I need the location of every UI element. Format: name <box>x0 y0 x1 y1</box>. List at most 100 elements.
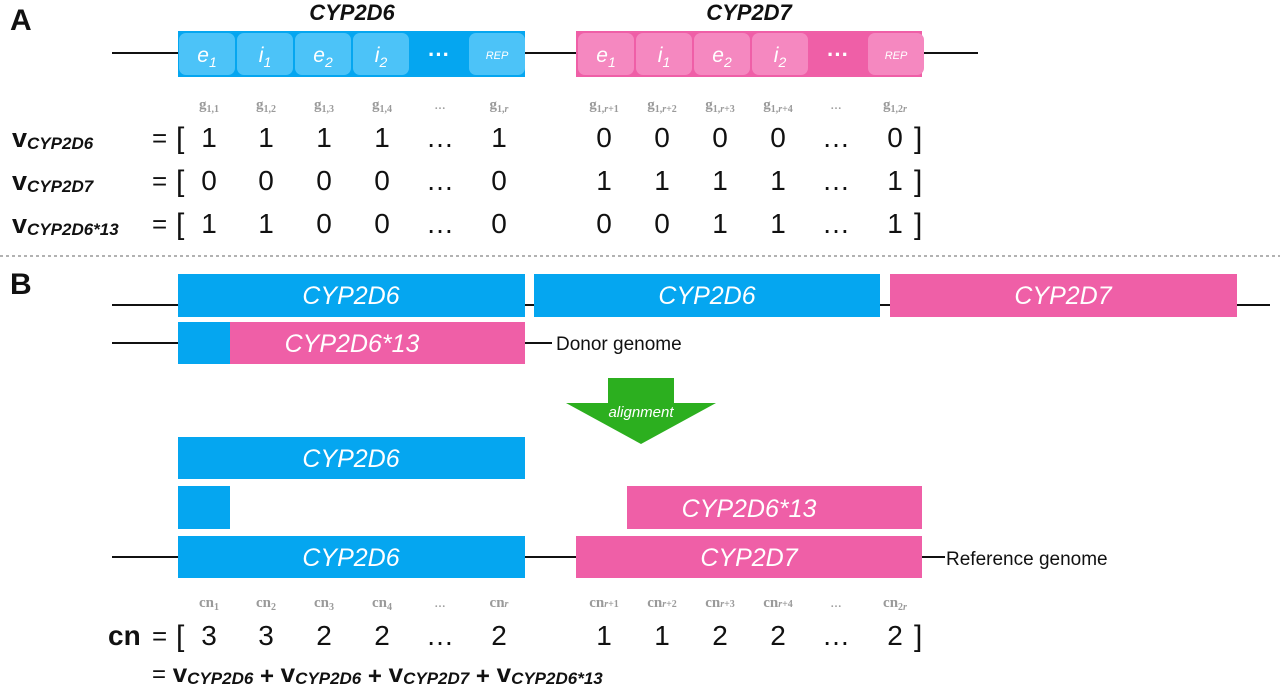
cn-value-1: 3 <box>258 620 274 651</box>
donor-gene-2 <box>534 274 880 317</box>
gene1-segment-2 <box>295 33 351 75</box>
vector-open-bracket-0: [ <box>176 122 185 155</box>
alignment-arrow <box>566 378 716 444</box>
cn-label-4: ... <box>434 595 445 611</box>
cn-value-7: 1 <box>654 620 670 651</box>
vector-close-bracket-0: ] <box>914 122 922 155</box>
gene1-segment-label-0: e1 <box>197 44 216 70</box>
donor-gene-2-label: CYP2D6 <box>658 282 755 310</box>
gene2-segment-label-5: REP <box>885 50 908 62</box>
cn-label-6: cnr+1 <box>589 595 619 611</box>
cn-value-4: … <box>426 620 454 651</box>
donor-gene-3 <box>890 274 1237 317</box>
reference-genome-label: Reference genome <box>946 549 1108 570</box>
cn-label-5: cnr <box>490 595 509 611</box>
g-label-5: g1,r <box>490 97 509 115</box>
vector-0-value-1: 1 <box>258 122 274 153</box>
cn-label-9: cnr+4 <box>763 595 793 611</box>
gene2-segment-label-4: ··· <box>827 42 849 67</box>
aligned-hybrid-label: CYP2D6*13 <box>682 495 817 523</box>
gene1-block <box>178 31 525 77</box>
vector-0-value-9: 0 <box>770 122 786 153</box>
gene1-segment-label-5: REP <box>486 50 509 62</box>
vector-1-value-5: 0 <box>491 165 507 196</box>
vector-0-value-11: 0 <box>887 122 903 153</box>
g-label-6: g1,r+1 <box>589 97 619 115</box>
vector-1-value-1: 0 <box>258 165 274 196</box>
gene1-title: CYP2D6 <box>309 0 395 25</box>
g-label-7: g1,r+2 <box>647 97 677 115</box>
gene1-segment-5 <box>469 33 525 75</box>
cn-value-6: 1 <box>596 620 612 651</box>
cn-label-11: cn2r <box>883 595 907 613</box>
vector-eq-0: = <box>152 123 167 153</box>
vector-2-value-11: 1 <box>887 208 903 239</box>
vector-2-value-1: 1 <box>258 208 274 239</box>
g-label-2: g1,3 <box>314 97 334 115</box>
gene1-segment-label-1: i1 <box>259 44 271 70</box>
vector-1-value-3: 0 <box>374 165 390 196</box>
vector-0-value-2: 1 <box>316 122 332 153</box>
g-label-3: g1,4 <box>372 97 392 115</box>
cn-value-11: 2 <box>887 620 903 651</box>
gene2-segment-label-0: e1 <box>596 44 615 70</box>
gene2-title: CYP2D7 <box>706 0 793 25</box>
vector-eq-2: = <box>152 209 167 239</box>
donor-hybrid-label: CYP2D6*13 <box>285 330 420 358</box>
vector-1-value-11: 1 <box>887 165 903 196</box>
vector-2-value-3: 0 <box>374 208 390 239</box>
gene2-segment-1 <box>636 33 692 75</box>
donor-gene-1 <box>178 274 525 317</box>
vector-0-value-3: 1 <box>374 122 390 153</box>
gene2-segment-3 <box>752 33 808 75</box>
vector-name-1: vCYP2D7 <box>12 166 95 196</box>
cn-sum-expression: = vCYP2D6 + vCYP2D6 + vCYP2D7 + vCYP2D6*… <box>152 658 603 686</box>
gene2-segment-label-2: e2 <box>712 44 732 70</box>
vector-1-value-8: 1 <box>712 165 728 196</box>
cn-label-1: cn2 <box>256 595 276 613</box>
vector-1-value-10: … <box>822 165 850 196</box>
cn-label-2: cn3 <box>314 595 334 613</box>
donor-gene-1-label: CYP2D6 <box>302 282 399 310</box>
gene2-segment-label-1: i1 <box>658 44 670 70</box>
g-label-8: g1,r+3 <box>705 97 735 115</box>
cn-label-0: cn1 <box>199 595 219 613</box>
vector-2-value-2: 0 <box>316 208 332 239</box>
g-label-1: g1,2 <box>256 97 276 115</box>
aligned-hybrid-fragment <box>178 486 230 529</box>
cn-label-10: ... <box>830 595 841 611</box>
cn-value-8: 2 <box>712 620 728 651</box>
cn-label-8: cnr+3 <box>705 595 735 611</box>
vector-open-bracket-1: [ <box>176 165 185 198</box>
aligned-gene-top <box>178 437 525 479</box>
vector-open-bracket-2: [ <box>176 208 185 241</box>
vector-2-value-0: 1 <box>201 208 217 239</box>
vector-0-value-0: 1 <box>201 122 217 153</box>
cn-open-bracket: [ <box>176 620 185 653</box>
gene2-segment-2 <box>694 33 750 75</box>
cn-value-9: 2 <box>770 620 786 651</box>
vector-2-value-5: 0 <box>491 208 507 239</box>
g-label-0: g1,1 <box>199 97 219 115</box>
vector-2-value-8: 1 <box>712 208 728 239</box>
g-label-11: g1,2r <box>883 97 907 115</box>
g-label-10: ... <box>830 97 841 113</box>
vector-0-value-10: … <box>822 122 850 153</box>
cn-value-2: 2 <box>316 620 332 651</box>
cn-value-10: … <box>822 620 850 651</box>
gene1-segment-label-4: ··· <box>428 42 450 67</box>
vector-name-2: vCYP2D6*13 <box>12 209 119 239</box>
vector-0-value-6: 0 <box>596 122 612 153</box>
g-label-9: g1,r+4 <box>763 97 793 115</box>
vector-1-value-2: 0 <box>316 165 332 196</box>
gene2-segment-label-3: i2 <box>774 44 787 70</box>
vector-2-value-7: 0 <box>654 208 670 239</box>
cn-label-3: cn4 <box>372 595 392 613</box>
vector-2-value-6: 0 <box>596 208 612 239</box>
cn-value-0: 3 <box>201 620 217 651</box>
vector-2-value-4: … <box>426 208 454 239</box>
gene1-segment-0 <box>179 33 235 75</box>
